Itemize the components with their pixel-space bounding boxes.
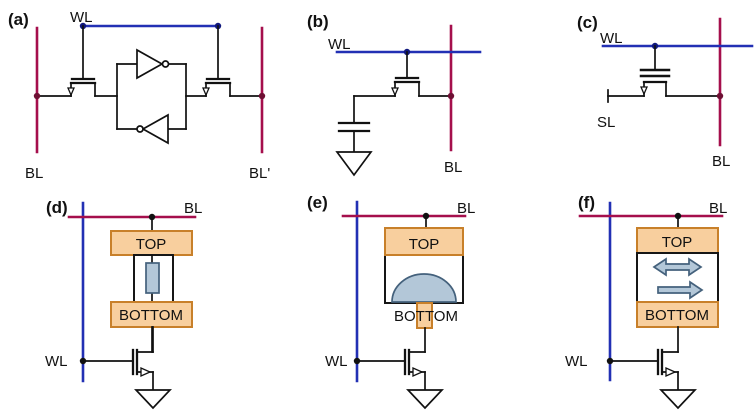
nmos-arrow-icon: [67, 87, 75, 97]
ground-icon: [659, 389, 697, 410]
junction-dot: [606, 357, 614, 365]
inverter-triangle-icon: [141, 113, 169, 145]
mtj-barrier-box: [636, 252, 719, 303]
nmos-arrow-icon: [140, 366, 152, 378]
panel-label: (b): [307, 12, 329, 31]
panel-c-flash-cell: (c) WL SL BL: [577, 13, 754, 170]
panel-a-sram-cell: (a): [8, 9, 270, 182]
inverter-bubble-icon: [136, 125, 144, 133]
nmos-arrow-icon: [202, 87, 210, 97]
floating-gate-transistor: [639, 45, 671, 97]
junction-dot: [716, 92, 724, 100]
storage-capacitor: [337, 95, 371, 153]
wordline-label: WL: [325, 353, 348, 370]
free-layer-arrow-icon: [652, 257, 703, 277]
bottom-electrode-label: BOTTOM: [119, 307, 183, 324]
junction-dot: [33, 92, 41, 100]
top-electrode: [384, 227, 464, 256]
bitline-label: BL: [444, 159, 462, 176]
wordline-label: WL: [600, 30, 623, 47]
junction-dot: [258, 92, 266, 100]
nmos-arrow-icon: [640, 86, 648, 96]
access-transistor: [391, 51, 421, 97]
select-transistor: [356, 348, 426, 391]
select-transistor: [609, 348, 679, 391]
access-transistor-right: [202, 25, 232, 97]
bitline-label: BL: [709, 200, 727, 217]
resistive-filament: [145, 262, 160, 294]
wordline-label: WL: [70, 9, 93, 26]
junction-dot: [79, 357, 87, 365]
bitline-bar-label: BL': [249, 165, 270, 182]
inverter-triangle-icon: [136, 48, 164, 80]
top-electrode: [110, 230, 193, 256]
ground-icon: [406, 389, 444, 410]
panel-b-dram-cell: (b) WL BL: [307, 12, 482, 177]
panel-label: (d): [46, 198, 68, 217]
junction-dot: [447, 92, 455, 100]
phase-change-dome: [391, 273, 457, 303]
bottom-electrode: [636, 301, 719, 328]
top-electrode-label: TOP: [662, 234, 693, 251]
panel-label: (c): [577, 13, 598, 32]
fixed-layer-arrow-icon: [657, 280, 704, 300]
wordline-label: WL: [565, 353, 588, 370]
panel-label: (f): [578, 193, 595, 212]
panel-e-pcm-cell: (e) TOP BOTTOM WL BL: [307, 193, 475, 410]
panel-label: (e): [307, 193, 328, 212]
ground-icon: [134, 389, 172, 410]
bottom-electrode-label: BOTTOM: [394, 308, 458, 325]
inverter-bubble-icon: [161, 60, 170, 68]
source-line-label: SL: [597, 114, 615, 131]
cross-coupled-inverters: [116, 48, 187, 145]
panel-d-reram-cell: (d) TOP BOTTOM WL BL: [45, 198, 202, 410]
wordline-label: WL: [328, 36, 351, 53]
select-transistor: [82, 326, 154, 391]
wordline-label: WL: [45, 353, 68, 370]
bitline-label: BL: [457, 200, 475, 217]
bitline-label: BL: [25, 165, 43, 182]
nmos-arrow-icon: [391, 87, 399, 97]
nmos-arrow-icon: [665, 366, 677, 378]
panel-label: (a): [8, 10, 29, 29]
bitline-label: BL: [184, 200, 202, 217]
bitline-label: BL: [712, 153, 730, 170]
ground-icon: [335, 151, 373, 177]
top-electrode-label: TOP: [136, 236, 167, 253]
junction-dot: [353, 357, 361, 365]
panel-f-mram-cell: (f) TOP BOTTOM WL BL: [565, 193, 727, 410]
top-electrode-label: TOP: [409, 236, 440, 253]
nmos-arrow-icon: [412, 366, 424, 378]
bottom-electrode-label: BOTTOM: [645, 307, 709, 324]
access-transistor-left: [67, 25, 97, 97]
